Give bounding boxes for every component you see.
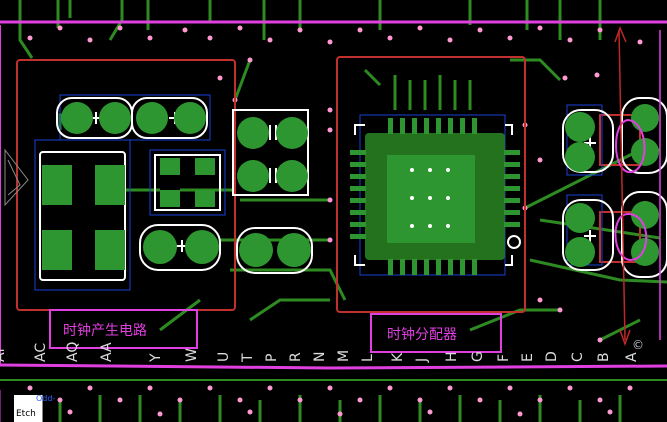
pin-letter: R [288,352,304,362]
vias [27,25,643,417]
pin-letter: M [336,350,352,362]
keepout-outline [0,20,667,422]
pin-letter: D [544,351,560,362]
pin-letter: N [312,352,328,362]
edge-connector [4,148,29,207]
pin-letter: Y [148,353,164,363]
layer-panel-subtitle: Etch [16,409,36,419]
silkscreen [39,97,667,281]
pin-letter: T [240,353,256,363]
pin-letters: Ai AC AQ AA Y W U T P R N M L K J H G F … [0,342,640,363]
pin-letter: F [496,354,512,362]
pin-letter: B [596,352,612,362]
pin-letter: A [624,352,640,362]
annotation-marks [49,25,661,353]
pin-letter: C [570,352,586,362]
pin-letter: E [520,353,536,362]
pin-letter: J [414,358,430,363]
chip-thermal-vias [410,168,450,228]
pin-letter: P [264,354,280,362]
pin-letter: K [390,352,406,362]
corner-glyph: © [632,338,644,352]
pin-letter: W [184,348,200,362]
pin-letter: G [470,351,486,362]
pin-letter: AQ [65,342,81,362]
pin-letter: U [216,352,232,362]
pin-letter: L [360,354,376,362]
pin-letter: Ai [0,349,8,362]
layer-panel-title: Odd- [36,394,56,403]
chip-pins [350,118,520,275]
pin-letter: H [444,351,460,362]
pads [42,102,659,270]
layer-panel[interactable]: Odd- Etch [14,394,55,422]
clock-generation-label: 时钟产生电路 [63,323,147,339]
pin-letter: AA [99,342,115,362]
pin-letter: AC [33,343,49,362]
clock-distribution-label: 时钟分配器 [387,327,457,343]
